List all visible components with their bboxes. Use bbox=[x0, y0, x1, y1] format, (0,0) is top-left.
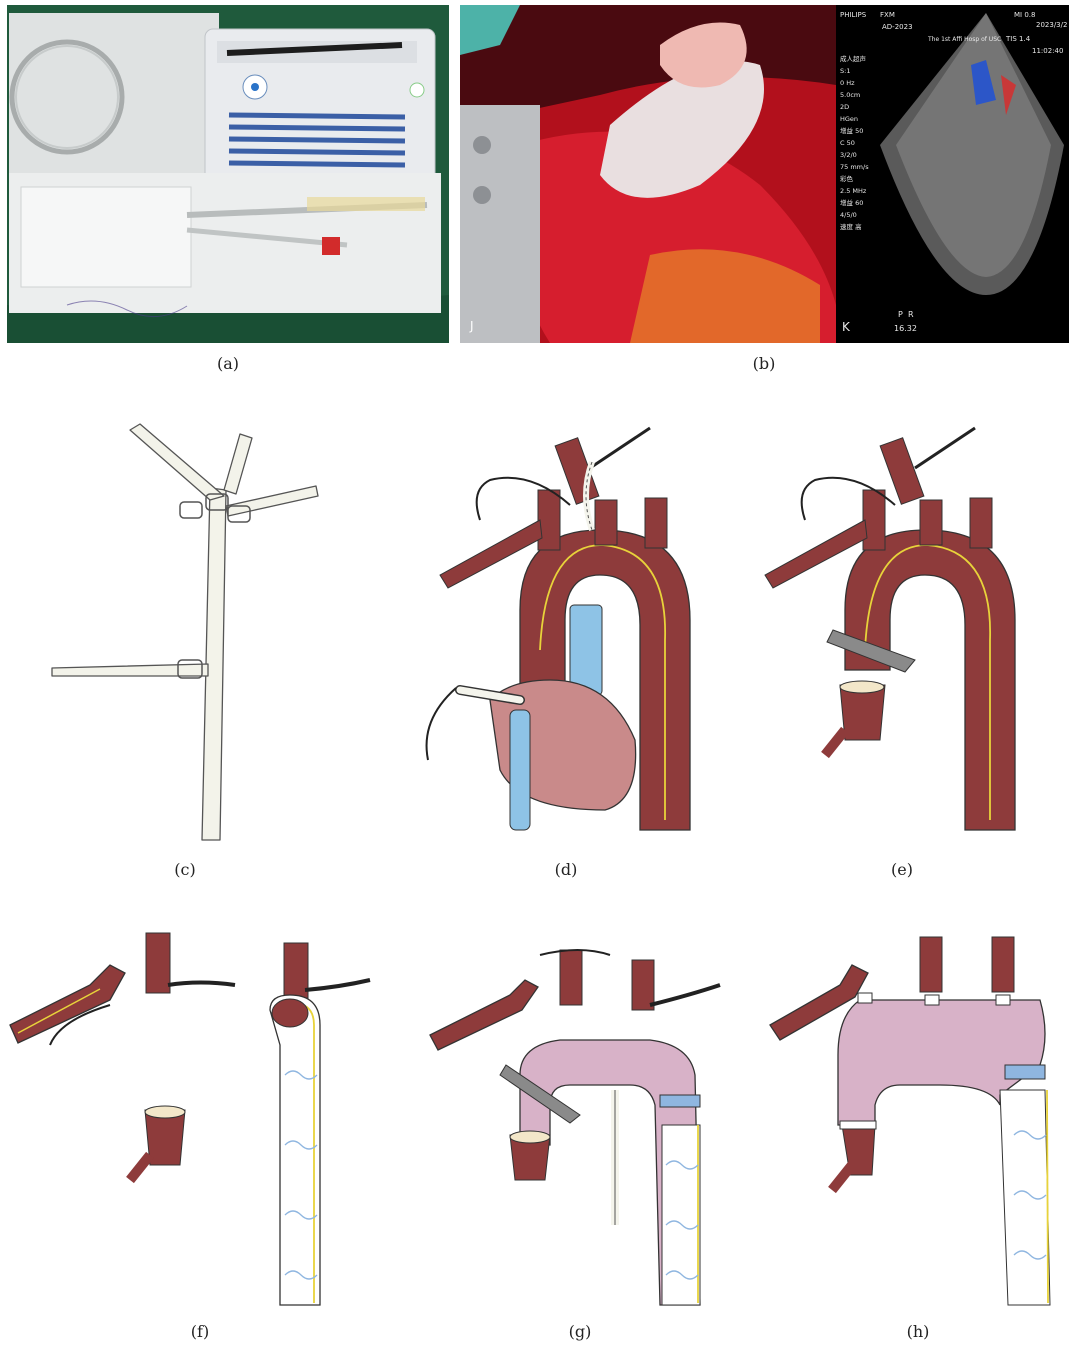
panel-e-arch-clamped bbox=[745, 410, 1065, 850]
us-param: S:1 bbox=[840, 67, 850, 75]
branched-graft-drawing bbox=[30, 410, 350, 850]
caption-f: (f) bbox=[160, 1322, 240, 1341]
arch-heart-drawing bbox=[410, 410, 730, 850]
caption-h: (h) bbox=[878, 1322, 958, 1341]
panel-b-tee-ultrasound: PHILIPS FXM AD-2023 The 1st Affi Hosp of… bbox=[836, 5, 1069, 343]
us-param: 速度 高 bbox=[840, 222, 862, 231]
caption-d: (d) bbox=[526, 860, 606, 879]
surgical-field-graphic: J bbox=[460, 5, 836, 343]
us-param: 2D bbox=[840, 103, 849, 111]
us-mi: MI 0.8 bbox=[1014, 11, 1035, 19]
us-param: 2.5 MHz bbox=[840, 187, 867, 195]
us-param: 5.0cm bbox=[840, 91, 860, 99]
caption-g: (g) bbox=[540, 1322, 620, 1341]
us-param: 75 mm/s bbox=[840, 163, 869, 171]
panel-c-branched-graft bbox=[30, 410, 350, 850]
us-param: 增益 60 bbox=[840, 198, 863, 207]
us-date: 2023/3/2 bbox=[1036, 21, 1067, 29]
us-brand: PHILIPS bbox=[840, 11, 867, 19]
panel-f-prepared-vessels bbox=[0, 925, 400, 1315]
ultrasound-graphic: PHILIPS FXM AD-2023 The 1st Affi Hosp of… bbox=[836, 5, 1069, 343]
us-case-id: AD-2023 bbox=[882, 23, 913, 31]
us-param: 成人超声 bbox=[840, 54, 867, 63]
us-marker-r: R bbox=[908, 310, 914, 319]
us-param: C 50 bbox=[840, 139, 855, 147]
us-param: 0 Hz bbox=[840, 79, 855, 87]
panel-g-anastomosis bbox=[410, 925, 750, 1315]
us-param: 3/2/0 bbox=[840, 151, 857, 159]
anastomosis-drawing bbox=[410, 925, 750, 1315]
caption-c: (c) bbox=[145, 860, 225, 879]
us-param: 增益 50 bbox=[840, 126, 863, 135]
caption-a: (a) bbox=[188, 354, 268, 373]
panel-b-surgery-photo: J bbox=[460, 5, 836, 343]
caption-b: (b) bbox=[724, 354, 804, 373]
us-marker-k: K bbox=[842, 320, 851, 334]
us-time: 11:02:40 bbox=[1032, 47, 1063, 55]
us-tis: TIS 1.4 bbox=[1005, 35, 1031, 43]
arch-clamp-drawing bbox=[745, 410, 1065, 850]
us-mode: FXM bbox=[880, 11, 895, 19]
panel-a-kit-photo bbox=[7, 5, 449, 343]
panel-d-perfusion-setup bbox=[410, 410, 730, 850]
prepared-vessels-drawing bbox=[0, 925, 400, 1315]
us-param: HGen bbox=[840, 115, 858, 123]
kit-photo-graphic bbox=[7, 5, 449, 343]
marker-j: J bbox=[469, 319, 474, 333]
us-depth-label: 16.32 bbox=[894, 324, 917, 333]
us-param: 彩色 bbox=[840, 174, 854, 183]
us-hospital: The 1st Affi Hosp of USC bbox=[927, 36, 1001, 43]
panel-h-completed-repair bbox=[760, 925, 1069, 1315]
caption-e: (e) bbox=[862, 860, 942, 879]
completed-repair-drawing bbox=[760, 925, 1069, 1315]
us-marker-p: P bbox=[898, 310, 903, 319]
us-param: 4/5/0 bbox=[840, 211, 857, 219]
